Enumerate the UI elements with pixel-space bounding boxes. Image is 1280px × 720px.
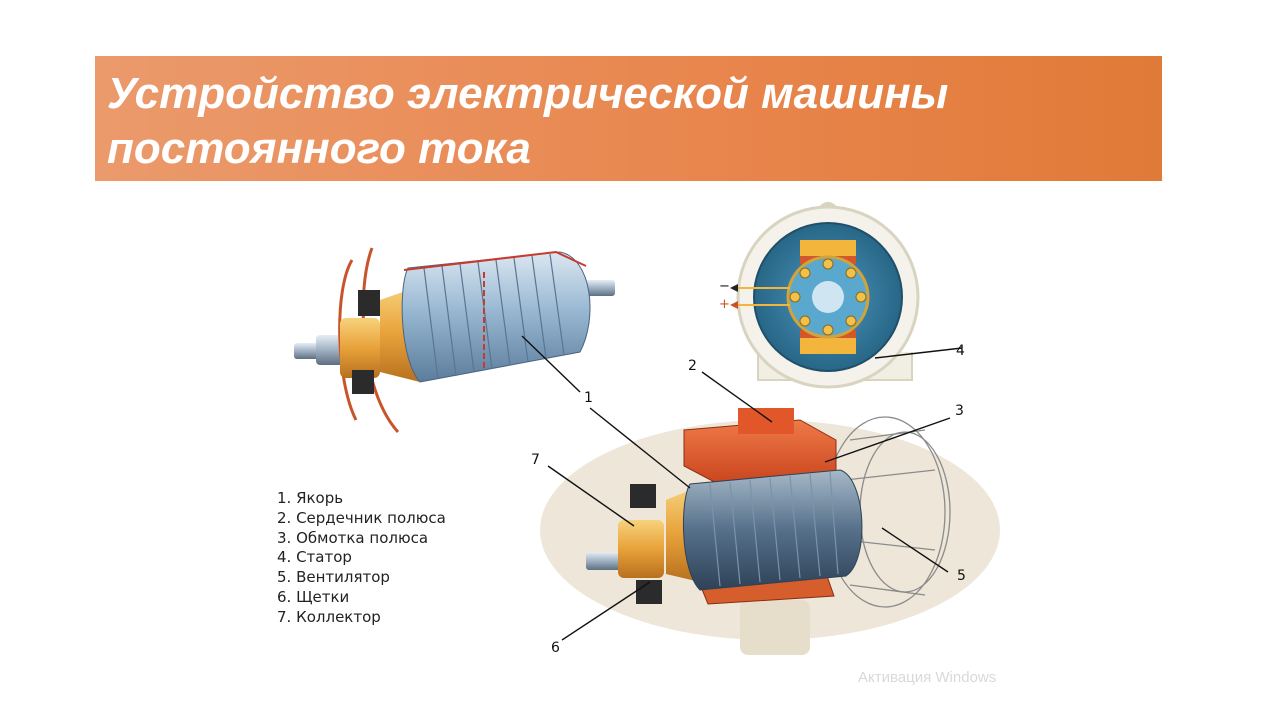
leader-6 [561,581,651,641]
legend-item-pole-core: 2. Сердечник полюса [277,508,446,527]
leader-4 [874,347,963,359]
armature-slots [423,253,565,380]
leader-1-armature [521,335,581,393]
rotor-hub [812,281,844,313]
armature-illustration [294,247,615,434]
leader-1-machine [589,407,691,489]
callout-1: 1 [584,390,593,406]
leader-5 [881,527,949,573]
machine-commutator [618,520,664,578]
machine-shaft [586,552,626,570]
legend-item-stator: 4. Статор [277,548,352,567]
terminal-minus-label: − [719,279,730,294]
callout-7: 7 [531,452,540,468]
terminal-arrow-plus [730,301,738,309]
activation-watermark: Активация Windows [858,669,997,686]
title-line-2: постоянного тока [107,124,531,173]
assembled-machine [540,408,1000,655]
callout-3: 3 [955,403,964,419]
legend-item-armature: 1. Якорь [277,489,344,507]
callout-6: 6 [551,640,560,656]
callout-2: 2 [688,358,697,374]
parts-legend: 1. Якорь 2. Сердечник полюса 3. Обмотка … [277,489,446,628]
machine-brush-top [630,484,656,508]
leader-lines [521,335,963,641]
brush-bottom [352,370,374,394]
lead-wire-1 [338,259,358,421]
commutator [340,318,380,378]
leader-2 [701,371,773,423]
leader-3 [824,417,951,463]
pole-winding-bottom [800,338,856,354]
brush-top [358,290,380,316]
leader-7 [547,465,635,527]
callout-5: 5 [957,568,966,584]
rotor-slots [789,258,867,336]
machine-armature [683,469,863,591]
pole-winding-block [738,408,794,434]
title-banner: Устройство электрической машины постоянн… [95,56,1162,181]
terminal-plus-label: + [719,297,730,312]
winding-outline-top [403,250,587,271]
machine-foot [740,600,810,655]
armature-core [401,251,591,383]
title-line-1: Устройство электрической машины [107,69,949,118]
legend-item-commutator: 7. Коллектор [277,607,381,626]
legend-item-fan: 5. Вентилятор [277,568,390,587]
stator-cross-section [730,202,920,389]
machine-brush-bottom [636,580,662,604]
terminal-arrow-minus [730,284,738,292]
armature-shaft-right [585,280,615,296]
legend-item-brushes: 6. Щетки [277,587,350,606]
callout-4: 4 [956,343,965,359]
pole-winding-top [800,240,856,256]
legend-item-pole-winding: 3. Обмотка полюса [277,528,429,547]
machine-armature-slots [709,471,839,587]
